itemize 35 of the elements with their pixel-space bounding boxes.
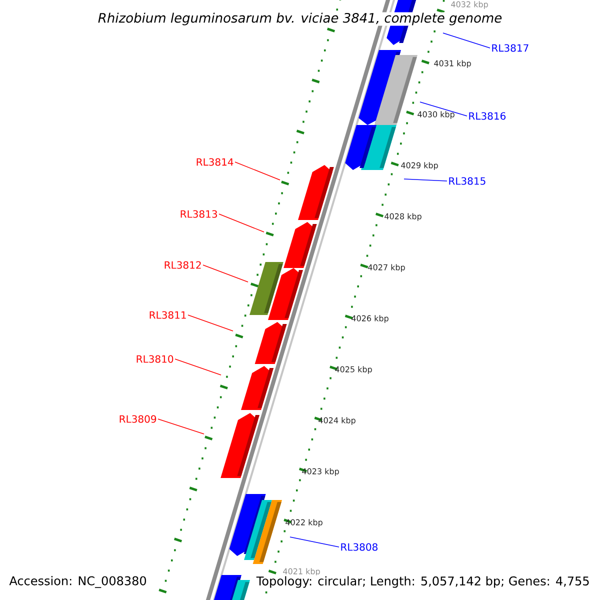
gene-label: RL3816 [469,112,506,120]
leader-line [158,418,204,434]
scale-label: 4026 kbp [352,315,388,323]
footer-text: Accession: NC_008380 [8,575,148,589]
scale-label: 4031 kbp [434,60,471,68]
title: Rhizobium leguminosarum bv. viciae 3841, complete genome [97,12,503,26]
scale-label: 4032 kbp [451,1,488,9]
leader-line [420,102,468,116]
leader-line [404,178,448,182]
scale-label: 4021 kbp [283,568,320,576]
gene-label: RL3810 [136,355,174,363]
leader-line [442,32,490,48]
leader-line [218,214,264,232]
scale-label: 4023 kbp [302,468,339,476]
scale-label: 4022 kbp [286,519,322,527]
leader-line [290,536,340,548]
leader-line [174,358,222,376]
gene-label: RL3817 [492,44,528,52]
scale-label: 4027 kbp [368,264,405,272]
gene-label: RL3809 [120,415,156,423]
gene-label: RL3814 [196,158,234,166]
leader-line [202,264,248,282]
scale-label: 4030 kbp [418,111,454,119]
gene-label: RL3811 [150,311,186,319]
leader-line [234,162,280,180]
gene-label: RL3813 [180,210,217,218]
scale-label: 4029 kbp [401,162,438,170]
gene-label: RL3808 [341,543,378,551]
scale-label: 4028 kbp [384,213,422,221]
gene-label: RL3812 [164,261,201,269]
gene-label: RL3815 [449,177,486,185]
scale-label: 4025 kbp [335,366,372,374]
scale-label: 4024 kbp [318,417,356,425]
leader-line [188,314,234,332]
footer-text: Topology: circular; Length: 5,057,142 bp; Genes: 4,755 [255,575,591,589]
